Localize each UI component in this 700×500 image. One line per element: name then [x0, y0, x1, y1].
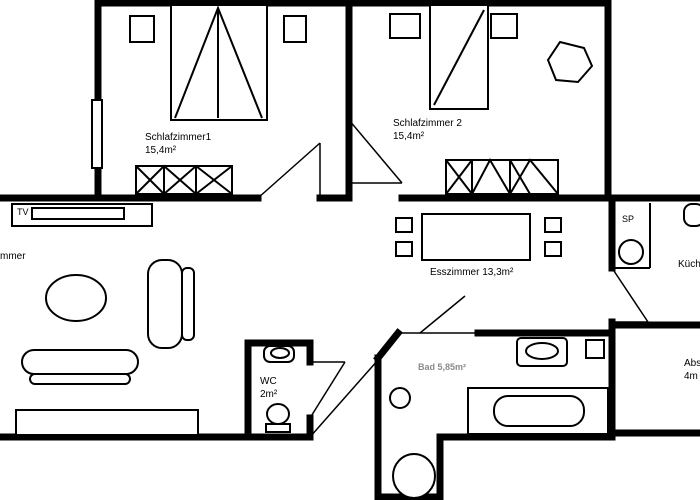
bath-fixtures	[389, 337, 609, 499]
schlafzimmer1-area: 15,4m²	[145, 145, 177, 156]
bathtub-inner	[493, 395, 585, 427]
chair	[544, 217, 562, 233]
toilet	[266, 403, 290, 425]
schlafzimmer2-name: Schlafzimmer 2	[393, 118, 462, 129]
wc-area: 2m²	[260, 389, 278, 400]
wohnzimmer-label: mmer	[0, 251, 26, 262]
abstell-name: Abs	[684, 358, 700, 369]
nightstand	[129, 15, 155, 43]
armchair-arm	[181, 267, 195, 341]
wardrobe	[445, 159, 559, 195]
schlafzimmer2-area: 15,4m²	[393, 131, 425, 142]
tv-label: TV	[17, 207, 29, 217]
bedroom1-furniture	[91, 4, 307, 196]
dining-furniture	[395, 213, 562, 261]
sp-label: SP	[622, 214, 634, 224]
schlafzimmer1-name: Schlafzimmer1	[145, 132, 212, 143]
chair	[395, 241, 413, 257]
room-labels: Schlafzimmer1 15,4m² Schlafzimmer 2 15,4…	[0, 118, 700, 400]
abstell-area: 4m	[684, 371, 698, 382]
wc-name: WC	[260, 376, 277, 387]
toilet-tank	[265, 423, 291, 433]
cabinet	[585, 339, 605, 359]
kitchen-sink	[683, 203, 700, 227]
table	[546, 40, 594, 84]
kitchen-fixtures	[618, 203, 700, 265]
dining-table	[421, 213, 531, 261]
bath-drain	[389, 387, 411, 409]
sofa	[21, 349, 139, 375]
coffee-table	[45, 274, 107, 322]
bad-label: Bad 5,85m²	[418, 362, 466, 372]
wardrobe	[135, 165, 233, 195]
chair	[395, 217, 413, 233]
sp-appliance	[618, 239, 644, 265]
nightstand	[490, 13, 518, 39]
wc-fixtures	[263, 345, 295, 433]
nightstand	[389, 13, 421, 39]
nightstand	[283, 15, 307, 43]
tv	[31, 207, 125, 220]
window	[91, 99, 103, 169]
bedroom2-furniture	[389, 4, 594, 195]
doors	[257, 119, 649, 438]
kueche-label: Küch	[678, 259, 700, 270]
living-furniture	[11, 203, 199, 436]
sideboard	[15, 409, 199, 436]
shower-toilet	[392, 453, 436, 499]
armchair	[147, 259, 183, 349]
esszimmer-label: Esszimmer 13,3m²	[430, 267, 514, 278]
chair	[544, 241, 562, 257]
sofa-base	[29, 373, 131, 385]
